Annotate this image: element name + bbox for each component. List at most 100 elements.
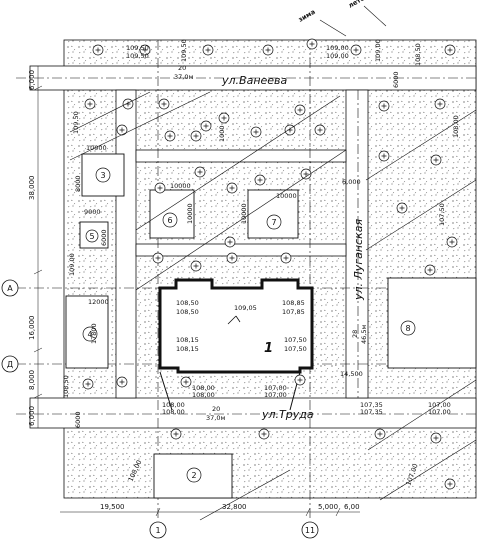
block-number-markers [82, 167, 416, 483]
street-vaneeva: ул.Ванеева [221, 74, 288, 87]
road-right-b: 46,5м [360, 325, 368, 344]
dim-6000-top: 6,000 [28, 70, 36, 90]
tree-cross [193, 133, 199, 139]
dim-b3h: 8000 [74, 175, 82, 192]
tree-cross [87, 101, 93, 107]
el-btr2: 107,85 [282, 308, 305, 316]
tree-cross [95, 47, 101, 53]
el-s1: 108,00 [192, 384, 215, 392]
el-se1: 107,35 [360, 401, 383, 409]
tree-cross [142, 47, 148, 53]
tree-cross [427, 267, 433, 273]
tree-cross [229, 185, 235, 191]
tree-cross [381, 103, 387, 109]
tree-cross [447, 481, 453, 487]
dim-8000: 8,000 [28, 370, 36, 390]
dim-b4h: 17800 [90, 323, 98, 344]
axis-A: А [7, 284, 13, 293]
tree-cross [297, 377, 303, 383]
tree-cross [377, 431, 383, 437]
tree-cross [297, 107, 303, 113]
block-8 [387, 277, 477, 369]
el-bbl2: 108,15 [176, 345, 199, 353]
block-label-4: 4 [87, 330, 92, 339]
tree-cross [157, 185, 163, 191]
dim-b4w: 12000 [88, 298, 109, 306]
building-1 [158, 278, 314, 411]
block-label-5: 5 [89, 232, 94, 241]
el-s3: 107,00 [264, 384, 287, 392]
axis-markers [1, 279, 319, 539]
dim-19500: 19,500 [100, 503, 125, 511]
dim-32800: 32,800 [222, 503, 247, 511]
tree-cross [317, 127, 323, 133]
road-bottom-b: 37,0м [206, 414, 225, 422]
wind-summer: лето [347, 0, 367, 10]
tree-cross [193, 263, 199, 269]
el-bbr2: 107,50 [284, 345, 307, 353]
tree-cross [283, 255, 289, 261]
el-bbr1: 107,50 [284, 336, 307, 344]
el-tl2: 109,50 [126, 52, 149, 60]
dim-r6000v: 6000 [392, 71, 400, 88]
el-btl1: 108,50 [176, 299, 199, 307]
dim-14500: 14,500 [340, 370, 363, 378]
dim-6000b: 6,00 [344, 503, 360, 511]
dim-1000: 1000 [218, 125, 226, 142]
block-label-3: 3 [100, 171, 105, 180]
road-bottom-a: 20 [212, 405, 220, 413]
tree-cross [433, 435, 439, 441]
tree-cross [221, 115, 227, 121]
tree-cross [265, 47, 271, 53]
tree-cross [197, 169, 203, 175]
el-tlrot: 109,50 [180, 39, 188, 62]
el-s4: 107,00 [264, 391, 287, 399]
el-rm: 107,50 [438, 203, 446, 226]
dim-b7w: 10000 [276, 192, 297, 200]
el-sw2: 108,00 [162, 408, 185, 416]
tree-cross [203, 123, 209, 129]
tree-cross [381, 153, 387, 159]
tree-cross [205, 47, 211, 53]
tree-cross [309, 41, 315, 47]
el-tr2: 109,00 [326, 52, 349, 60]
dim-r6000: 6,000 [342, 178, 361, 186]
tree-cross [227, 239, 233, 245]
building-number: 1 [264, 341, 273, 356]
el-lma: 109,50 [72, 111, 80, 134]
tree-cross [161, 101, 167, 107]
el-lmb: 109,00 [68, 253, 76, 276]
tree-cross [229, 255, 235, 261]
block-label-2: 2 [191, 471, 196, 480]
dim-b6h: 10000 [186, 203, 194, 224]
tree-cross [399, 205, 405, 211]
contour-lines [69, 91, 477, 521]
elevation-labels: 109,50 109,50 109,50 109,00 109,00 109,0… [62, 39, 460, 486]
dim-b5w: 9000 [84, 208, 101, 216]
el-sw1: 108,00 [162, 401, 185, 409]
tree-cross [261, 431, 267, 437]
dimension-lines [33, 66, 360, 517]
dimension-labels: 6,000 38,000 16,000 8,000 6,000 10000 80… [28, 70, 400, 511]
axis-D: Д [7, 360, 13, 369]
tree-cross [85, 381, 91, 387]
road-inner-lower [135, 243, 347, 257]
el-fr2: 107,00 [428, 408, 451, 416]
dim-b3w: 10000 [86, 144, 107, 152]
tree-cross [303, 171, 309, 177]
dim-b6w: 10000 [170, 182, 191, 190]
el-se2: 107,35 [360, 408, 383, 416]
tree-cross [437, 101, 443, 107]
dim-b5h: 6000 [100, 229, 108, 246]
tree-cross [119, 379, 125, 385]
street-truda: ул.Труда [261, 408, 314, 421]
road-top-a: 20 [178, 64, 186, 72]
el-tr1: 109,00 [326, 44, 349, 52]
tree-cross [167, 133, 173, 139]
road-top-b: 37,0м [174, 73, 193, 81]
tree-cross [257, 177, 263, 183]
el-btr1: 108,85 [282, 299, 305, 307]
dim-6000-bot: 6,000 [28, 406, 36, 426]
tree-cross [433, 157, 439, 163]
